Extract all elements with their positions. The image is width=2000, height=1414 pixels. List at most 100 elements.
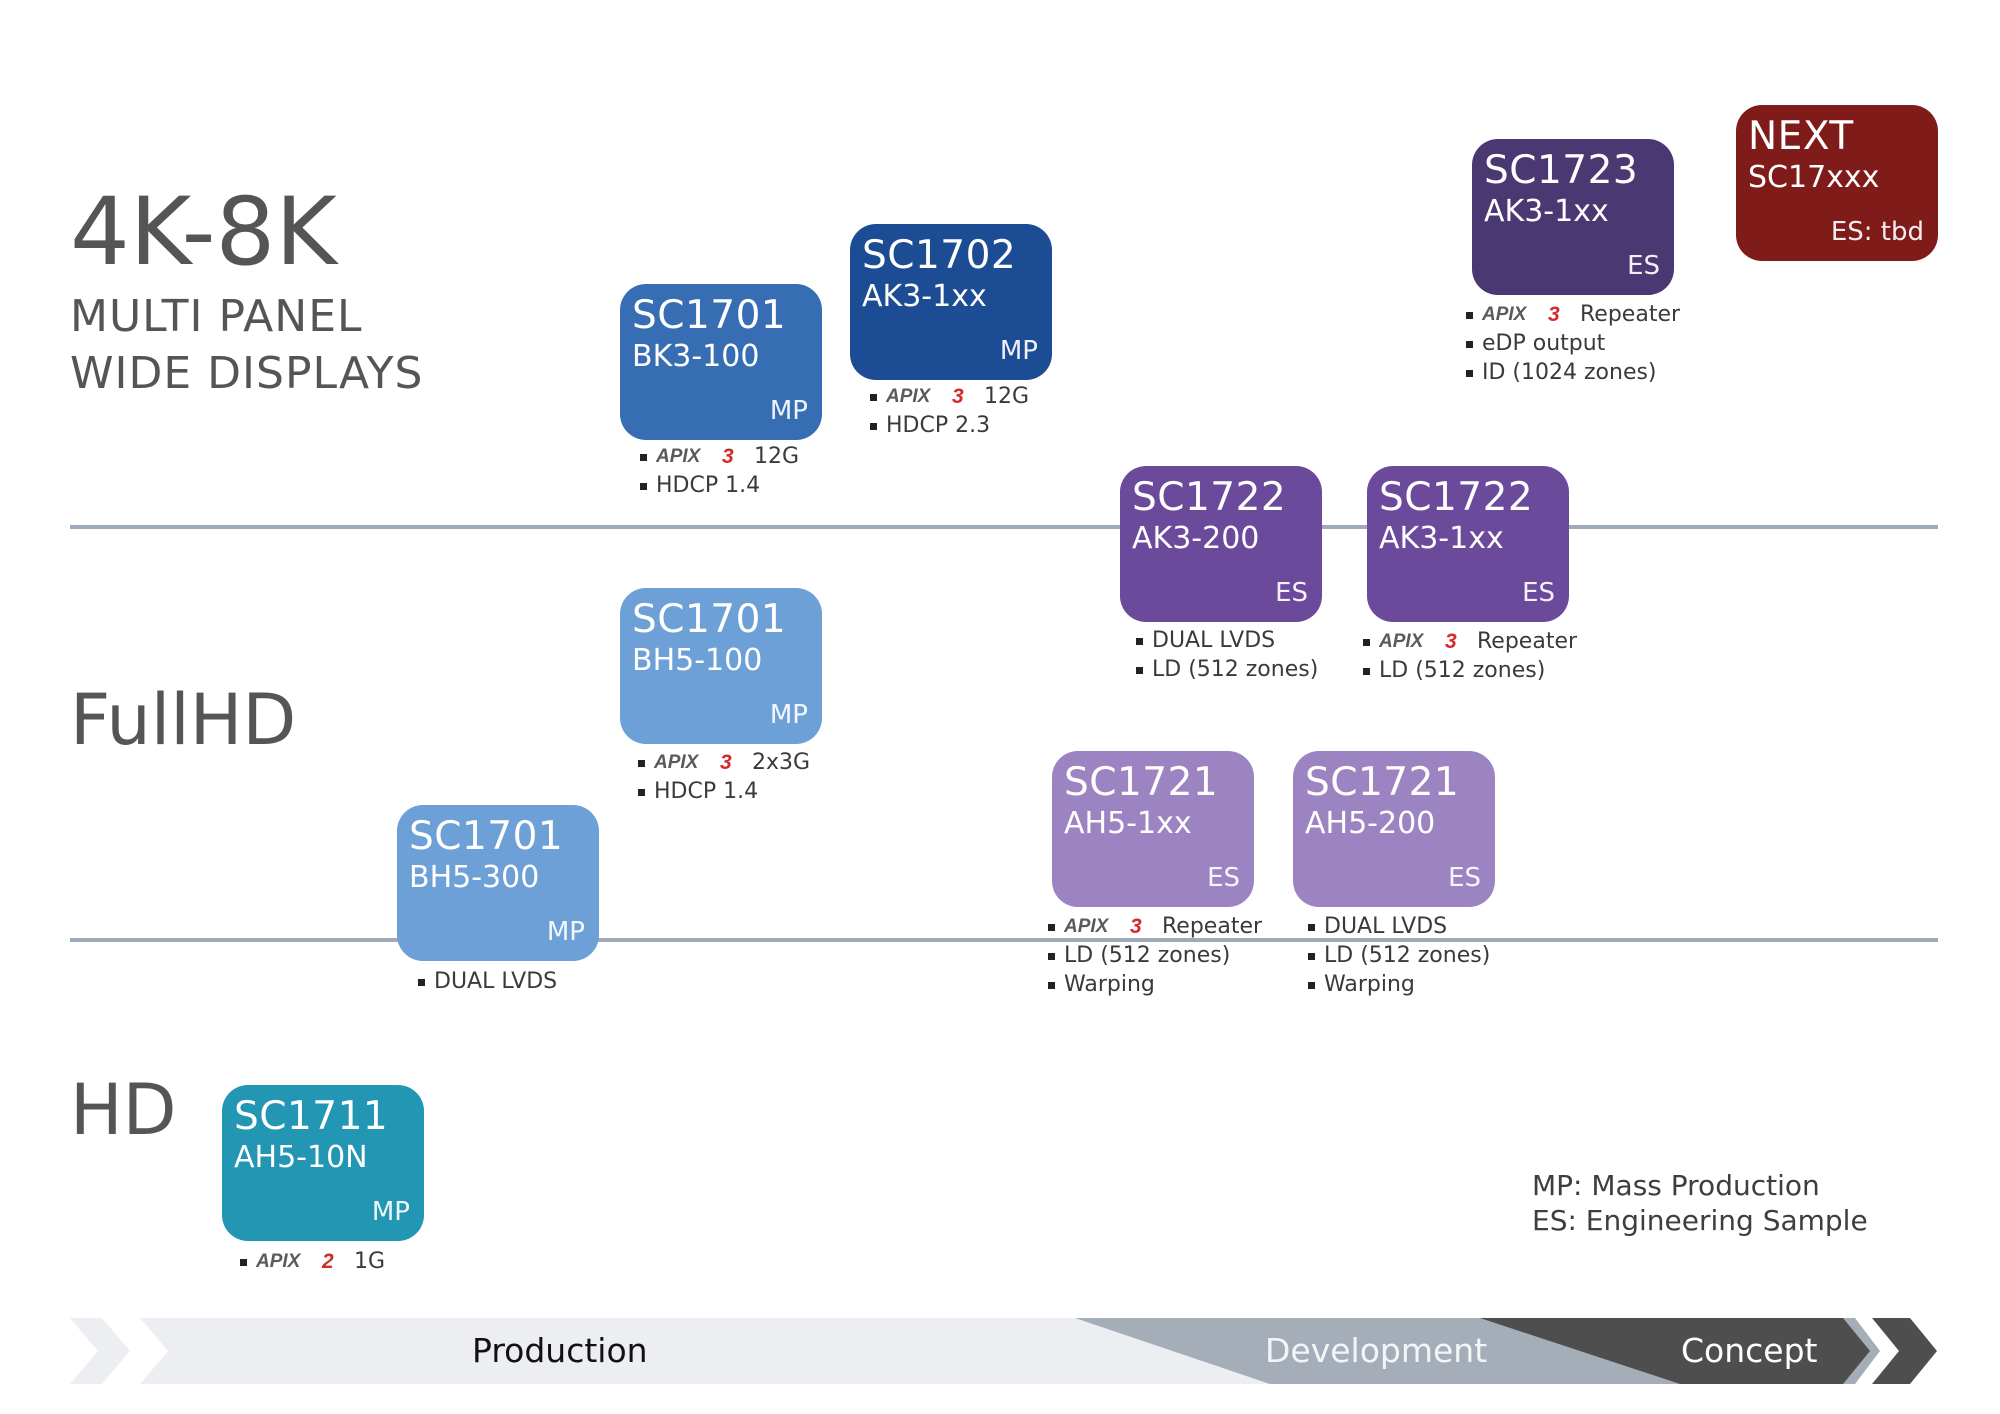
feature-text: HDCP 2.3 [886,413,991,438]
product-model: SC1721 [1305,760,1460,805]
feature-text: Repeater [1477,629,1578,654]
feature-item: Warping [1048,970,1262,999]
product-model: SC1723 [1484,148,1639,193]
product-variant: AK3-1xx [1379,521,1504,556]
product-status-badge: MP [769,396,808,426]
product-status-badge: ES [1522,578,1555,608]
feature-list-sc1722-ak3-200: DUAL LVDS LD (512 zones) [1136,626,1318,684]
product-variant: BK3-100 [632,339,760,374]
product-status-badge: ES [1207,863,1240,893]
product-status-badge: MP [546,917,585,947]
apix3-logo-icon: APIX 3 [656,445,734,467]
feature-item: APIX 3 12G [640,442,799,471]
feature-text: 1G [354,1249,386,1274]
product-card-sc1711-ah5-10n[interactable]: SC1711 AH5-10N MP [222,1085,424,1241]
product-card-sc1721-ah5-200[interactable]: SC1721 AH5-200 ES [1293,751,1495,907]
product-card-sc1701-bh5-100[interactable]: SC1701 BH5-100 MP [620,588,822,744]
feature-item: LD (512 zones) [1136,655,1318,684]
svg-text:3: 3 [1548,303,1560,325]
stage-concept-band [1480,1318,1870,1384]
stage-label-production: Production [472,1331,648,1370]
product-model: SC1702 [862,233,1017,278]
feature-item: LD (512 zones) [1308,941,1490,970]
feature-item: DUAL LVDS [1136,626,1318,655]
feature-item: APIX 2 1G [240,1247,385,1276]
feature-item: LD (512 zones) [1363,656,1577,685]
product-variant: AH5-1xx [1064,806,1192,841]
product-model: SC1701 [632,293,787,338]
tier-title-hd: HD [70,1069,177,1151]
product-variant: BH5-300 [409,860,540,895]
product-model: SC1722 [1379,475,1534,520]
feature-text: HDCP 1.4 [654,779,759,804]
product-card-sc1701-bh5-300[interactable]: SC1701 BH5-300 MP [397,805,599,961]
feature-text: LD (512 zones) [1152,657,1319,682]
product-model: SC1711 [234,1094,389,1139]
stage-label-development: Development [1265,1331,1488,1370]
stage-arrow-band [70,1318,1937,1384]
feature-item: Warping [1308,970,1490,999]
svg-text:APIX: APIX [256,1251,302,1272]
feature-text: 2x3G [752,750,811,775]
feature-text: Repeater [1580,302,1681,327]
feature-item: HDCP 1.4 [640,471,799,500]
svg-text:3: 3 [952,385,964,407]
feature-text: Repeater [1162,914,1263,939]
tier-title-4k-8k: 4K-8K [70,178,337,287]
svg-text:APIX: APIX [1379,631,1425,652]
svg-text:APIX: APIX [1482,304,1528,325]
feature-text: Warping [1064,972,1155,997]
tier-subtitle-multi-panel: MULTI PANEL [70,291,363,342]
product-card-sc1701-bk3-100[interactable]: SC1701 BK3-100 MP [620,284,822,440]
svg-text:2: 2 [321,1250,334,1272]
svg-text:APIX: APIX [654,752,700,773]
feature-list-sc1701-bk3-100: APIX 3 12G HDCP 1.4 [640,442,799,500]
product-card-sc1721-ah5-1xx[interactable]: SC1721 AH5-1xx ES [1052,751,1254,907]
tier-divider-fullhd-hd [70,938,1938,942]
product-card-next-sc17xxx[interactable]: NEXT SC17xxx ES: tbd [1736,105,1938,261]
product-status-badge: ES: tbd [1830,217,1924,247]
product-card-sc1702-ak3-1xx[interactable]: SC1702 AK3-1xx MP [850,224,1052,380]
tier-divider-4k-fullhd [70,525,1938,529]
svg-text:3: 3 [1130,915,1142,937]
stage-end-chevron [1872,1318,1937,1384]
svg-text:APIX: APIX [1064,916,1110,937]
apix3-logo-icon: APIX 3 [1482,303,1560,325]
feature-item: APIX 3 Repeater [1363,627,1577,656]
feature-item: APIX 3 Repeater [1048,912,1262,941]
svg-text:APIX: APIX [656,446,702,467]
feature-list-sc1722-ak3-1xx: APIX 3 Repeater LD (512 zones) [1363,627,1577,685]
product-status-badge: MP [371,1197,410,1227]
product-status-badge: MP [999,336,1038,366]
feature-list-sc1701-bh5-300: DUAL LVDS [418,967,557,996]
feature-text: 12G [984,384,1030,409]
product-variant: AK3-1xx [1484,194,1609,229]
feature-text: 12G [754,444,800,469]
legend-engineering-sample: ES: Engineering Sample [1532,1204,1868,1237]
stage-lead-chevron [70,1318,130,1384]
svg-text:3: 3 [722,445,734,467]
feature-text: DUAL LVDS [1152,628,1276,653]
product-card-sc1722-ak3-200[interactable]: SC1722 AK3-200 ES [1120,466,1322,622]
apix3-logo-icon: APIX 3 [1379,630,1457,652]
feature-text: Warping [1324,972,1415,997]
product-model: NEXT [1748,114,1854,159]
product-card-sc1723-ak3-1xx[interactable]: SC1723 AK3-1xx ES [1472,139,1674,295]
feature-item: HDCP 1.4 [638,777,810,806]
feature-item: DUAL LVDS [418,967,557,996]
feature-text: LD (512 zones) [1379,658,1546,683]
product-status-badge: ES [1627,251,1660,281]
feature-text: LD (512 zones) [1324,943,1491,968]
product-status-badge: ES [1448,863,1481,893]
product-card-sc1722-ak3-1xx[interactable]: SC1722 AK3-1xx ES [1367,466,1569,622]
feature-text: DUAL LVDS [1324,914,1448,939]
feature-text: eDP output [1482,331,1606,356]
svg-text:3: 3 [1445,630,1457,652]
